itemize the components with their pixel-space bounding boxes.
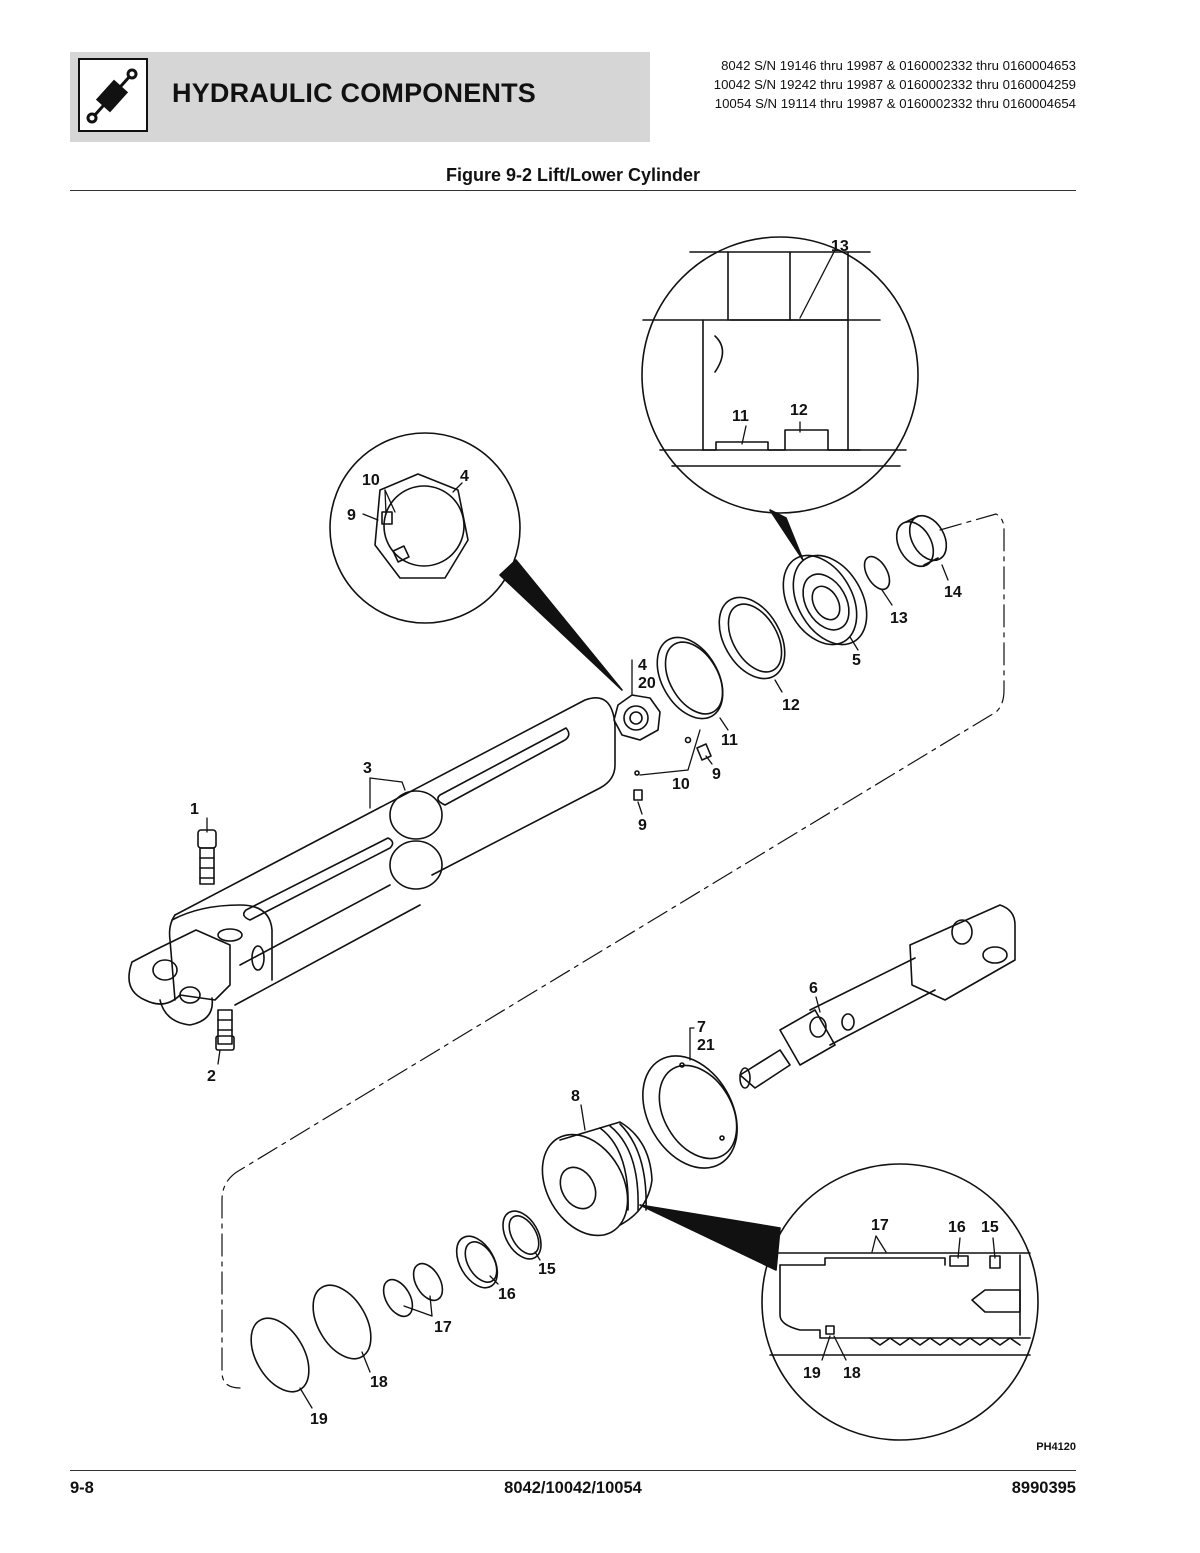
detail-top-section [642, 251, 907, 467]
callout-17: 17 [434, 1319, 452, 1336]
figure-title: Figure 9-2 Lift/Lower Cylinder [445, 165, 701, 185]
callout-14: 14 [944, 584, 962, 601]
seal-15 [502, 1210, 542, 1260]
hydraulic-cylinder-icon [78, 58, 148, 132]
callout-10-detail: 10 [362, 472, 380, 489]
piston-8 [541, 1121, 653, 1237]
footer-divider [70, 1470, 1076, 1471]
ring-12 [718, 596, 786, 680]
callout-11-detail: 11 [732, 408, 749, 425]
serial-line: 10042 S/N 19242 thru 19987 & 0160002332 … [713, 77, 1076, 92]
leader-lines [206, 247, 996, 1409]
callout-20: 20 [638, 675, 656, 692]
document-number: 8990395 [1011, 1479, 1076, 1497]
bearing-17 [382, 1262, 444, 1318]
detail-pointer-nut [499, 559, 623, 691]
oring-13 [863, 555, 891, 591]
fitting-2 [215, 1009, 235, 1051]
detail-pointer-bottom [639, 1204, 781, 1271]
callout-16: 16 [498, 1286, 516, 1303]
callout-13: 13 [890, 610, 908, 627]
callout-9-detail: 9 [347, 507, 356, 524]
callout-3: 3 [363, 760, 372, 777]
callout-18-detail: 18 [843, 1365, 861, 1382]
oring-18 [312, 1284, 372, 1360]
callout-21: 21 [697, 1037, 715, 1054]
header-divider [70, 190, 1076, 191]
callout-9: 9 [638, 817, 647, 834]
callout-12-detail: 12 [790, 402, 808, 419]
detail-circle-top [641, 236, 919, 514]
detail-circle-bottom [761, 1163, 1039, 1441]
callout-13-detail: 13 [831, 238, 849, 255]
drawing-code: PH4120 [1036, 1441, 1076, 1453]
detail-nut-drawing [374, 473, 469, 579]
section-header: HYDRAULIC COMPONENTS [70, 52, 650, 142]
cylinder-rod-6 [739, 904, 1016, 1089]
callout-4-detail: 4 [460, 468, 469, 485]
seal-16 [455, 1235, 499, 1289]
callout-10: 10 [672, 776, 690, 793]
callout-5: 5 [852, 652, 861, 669]
detail-pointer-top [769, 509, 804, 561]
assembly-dash-line [221, 513, 1005, 1389]
callout-1: 1 [190, 801, 199, 818]
footer-models: 8042/10042/10054 [504, 1479, 642, 1497]
callout-7: 7 [697, 1019, 706, 1036]
callout-19: 19 [310, 1411, 328, 1428]
callout-18: 18 [370, 1374, 388, 1391]
serial-number-ranges: 8042 S/N 19146 thru 19987 & 0160002332 t… [714, 56, 1076, 113]
wiper-14 [895, 514, 948, 568]
section-title: HYDRAULIC COMPONENTS [172, 78, 537, 108]
serial-line: 10054 S/N 19114 thru 19987 & 0160002332 … [714, 96, 1076, 111]
callout-9: 9 [712, 766, 721, 783]
callout-11: 11 [721, 732, 738, 749]
page-number: 9-8 [70, 1479, 94, 1497]
ring-11 [656, 636, 724, 720]
callout-2: 2 [207, 1068, 216, 1085]
backup-19 [250, 1317, 310, 1393]
callout-15-detail: 15 [981, 1219, 999, 1236]
callout-6: 6 [809, 980, 818, 997]
serial-line: 8042 S/N 19146 thru 19987 & 0160002332 t… [721, 58, 1076, 73]
cylinder-head-5 [782, 554, 868, 646]
callout-15: 15 [538, 1261, 556, 1278]
callout-16-detail: 16 [948, 1219, 966, 1236]
piston-nut-7 [642, 1055, 738, 1169]
detail-bottom-section [769, 1252, 1031, 1356]
callout-4: 4 [638, 657, 647, 674]
setscrew-parts [633, 736, 712, 801]
callout-8: 8 [571, 1088, 580, 1105]
detail-circle-nut [329, 432, 521, 624]
callout-labels: 1 2 3 4 20 5 6 7 21 8 9 9 10 11 12 13 14… [190, 238, 999, 1428]
cylinder-barrel [128, 697, 616, 1026]
callout-17-detail: 17 [871, 1217, 889, 1234]
nut-part-4 [613, 694, 661, 741]
fitting-1 [197, 829, 217, 885]
callout-19-detail: 19 [803, 1365, 821, 1382]
callout-12: 12 [782, 697, 800, 714]
